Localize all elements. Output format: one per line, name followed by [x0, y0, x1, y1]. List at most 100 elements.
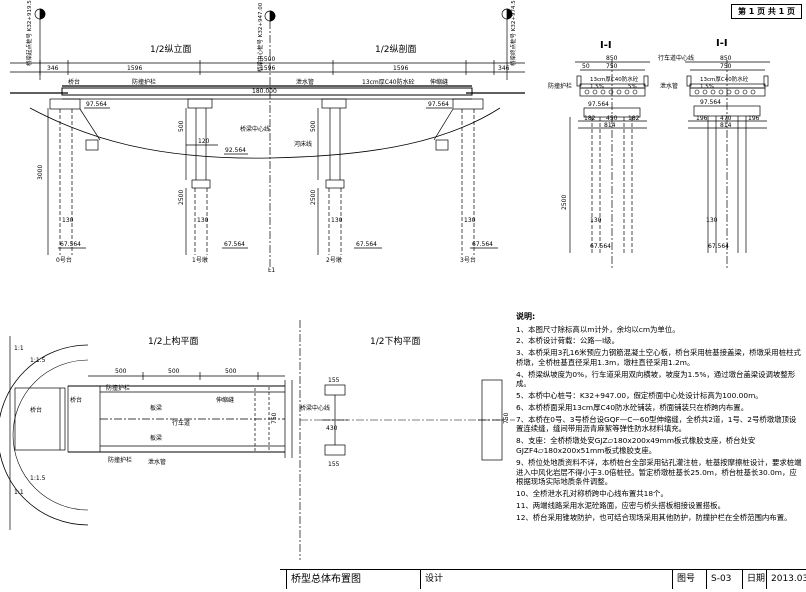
elev-base-0: 67.564 — [60, 241, 81, 248]
notes-title: 说明: — [516, 312, 536, 321]
cap-dim-1: 182 — [584, 115, 596, 122]
plan-plate: 板梁 — [150, 404, 162, 412]
plan-slope-bottom: 1:1.5 — [30, 475, 46, 482]
section-view — [569, 60, 770, 270]
expansion-label: 伸缩缝 — [430, 78, 448, 86]
plan-slope-top: 1:1.5 — [30, 357, 46, 364]
elev-mid: 92.564 — [225, 147, 246, 154]
pier-height-1: 2500 — [178, 190, 185, 205]
abutment-label: 桥台 — [68, 78, 80, 86]
grade-label: 180.000 — [252, 88, 277, 95]
note-item: 4、桥梁纵坡度为0%，行车道采用双向横坡，坡度为1.5%，通过墩台盖梁设调坡整形… — [516, 369, 796, 389]
section-slope2: 5% — [628, 84, 637, 90]
pile-dia-2: 130 — [331, 217, 343, 224]
drain-label: 泄水管 — [296, 78, 314, 86]
plan-title-lower: 1/2下构平面 — [370, 335, 421, 347]
cap-dim-2: 450 — [606, 115, 618, 122]
section-b-pile: 130 — [706, 217, 718, 224]
note-item: 12、桥台采用锥坡防护，也可结合现场采用其他防护，防撞护栏在全桥范围内布置。 — [516, 512, 792, 522]
section-b-deck-note: 13cm厚C40防水砼 — [700, 75, 749, 83]
total-length: 5500 — [260, 56, 275, 63]
plan-width-b: 430 — [326, 425, 338, 432]
col-dim-1: 196 — [696, 115, 708, 122]
plan-centerline: 桥梁中心线 — [300, 404, 330, 412]
plan-view — [0, 320, 515, 560]
section-b-width-top: 850 — [720, 55, 732, 62]
col-height-2: 500 — [310, 120, 317, 132]
section-deck-note: 13cm厚C40防水砼 — [590, 75, 639, 83]
elevation-view — [10, 8, 525, 270]
section-elev: 97.564 — [588, 101, 609, 108]
plan-width-right: 750 — [503, 412, 510, 424]
river-bed-label: 河床线 — [294, 140, 312, 148]
section-drain: 泄水管 — [660, 82, 678, 90]
design-label: 设计 — [420, 570, 445, 589]
section-curb: 50 — [582, 63, 590, 70]
note-item: 6、本桥桥面采用13cm厚C40防水砼铺装，桥面铺装只在桥跨内布置。 — [516, 402, 749, 412]
col-width: 120 — [198, 138, 210, 145]
plan-slope2-top: 1:1 — [14, 345, 24, 352]
pile-length: 3000 — [37, 165, 44, 180]
support-0: 0号台 — [56, 256, 72, 264]
plan-drain: 泄水管 — [148, 458, 166, 466]
section-b-cap-total: 814 — [720, 122, 732, 129]
span-4: 1596 — [393, 65, 408, 72]
deck-note: 13cm厚C40防水砼 — [362, 78, 415, 86]
station-center: 桥梁中心桩号 K32+947.00 — [256, 2, 264, 72]
section-height: 2500 — [561, 195, 568, 210]
plan-abutment-cap: 桥台 — [30, 406, 42, 414]
plan-plate-lower: 板梁 — [150, 434, 162, 442]
col-dim-3: 196 — [748, 115, 760, 122]
plan-slope2-bottom: 1:1 — [14, 489, 24, 496]
date-label: 日期 — [742, 570, 767, 589]
notes-block: 说明: 1、本图尺寸除标高以m计外，余均以cm为单位。 2、本桥设计荷载：公路—… — [516, 312, 802, 524]
span-3: 1596 — [260, 65, 275, 72]
span-5: 346 — [498, 65, 510, 72]
section-b-elev-low: 67.564 — [708, 243, 729, 250]
note-item: 7、本桥在0号、3号桥台设GQF—C—60型伸缩缝，全桥共2道，1号、2号桥墩墩… — [516, 414, 797, 434]
plan-width-c: 155 — [328, 461, 340, 468]
date-value: 2013.03 — [766, 570, 806, 589]
elev-right: 97.564 — [428, 101, 449, 108]
elev-base-3: 67.564 — [472, 241, 493, 248]
section-slope: 1.5% — [590, 84, 604, 90]
cap-dim-3: 182 — [628, 115, 640, 122]
fig-number: S-03 — [706, 570, 741, 589]
note-item: 10、全桥泄水孔对称桥跨中心线布置共18个。 — [516, 489, 668, 499]
fig-label: 图号 — [672, 570, 701, 589]
station-start: 桥梁起点桩号 K32+919.50 — [25, 0, 33, 66]
support-2: 2号墩 — [326, 256, 342, 264]
elev-left: 97.564 — [86, 101, 107, 108]
note-item: 1、本图尺寸除标高以m计外，余均以cm为单位。 — [516, 324, 680, 334]
plan-dim-2: 500 — [168, 368, 180, 375]
span-1: 346 — [47, 65, 59, 72]
span-2: 1596 — [127, 65, 142, 72]
plan-dim-3: 500 — [225, 368, 237, 375]
note-item: 11、两端线路采用水泥砼路面，应密与桥头搭板相接设置搭板。 — [516, 500, 725, 510]
cap-total: 814 — [604, 122, 616, 129]
elev-base-1: 67.564 — [224, 241, 245, 248]
page-indicator: 第 1 页 共 1 页 — [730, 4, 802, 19]
title-block: 桥型总体布置图 设计 图号 S-03 日期 2013.03 — [280, 569, 806, 589]
section-b-elev: 97.564 — [700, 99, 721, 106]
elevation-title-left: 1/2纵立面 — [150, 43, 192, 55]
guardrail-label: 防撞护栏 — [132, 78, 156, 86]
plan-width-a: 155 — [328, 377, 340, 384]
section-width-mid: 750 — [606, 63, 618, 70]
section-lane: 行车道中心线 — [658, 54, 694, 62]
pile-dia-3: 130 — [464, 217, 476, 224]
col-height-1: 500 — [178, 120, 185, 132]
axis-label: L1 — [268, 267, 275, 274]
drawing-name: 桥型总体布置图 — [286, 570, 419, 589]
plan-abutment: 桥台 — [70, 396, 82, 404]
section-title-a: I-I — [600, 40, 612, 51]
elevation-title-right: 1/2纵剖面 — [375, 43, 417, 55]
section-b-width-mid: 750 — [720, 63, 732, 70]
note-item: 3、本桥采用3孔16米预应力钢筋混凝土空心板，桥台采用桩基接盖梁，桥墩采用桩柱式… — [516, 348, 801, 367]
section-pile: 130 — [590, 217, 602, 224]
centerline-label: 桥梁中心线 — [240, 125, 270, 133]
note-item: 9、桥位处地质资料不详，本桥桩台全部采用钻孔灌注桩，桩基按摩擦桩设计，要求桩端进… — [516, 457, 802, 487]
plan-expansion: 伸缩缝 — [216, 396, 234, 404]
